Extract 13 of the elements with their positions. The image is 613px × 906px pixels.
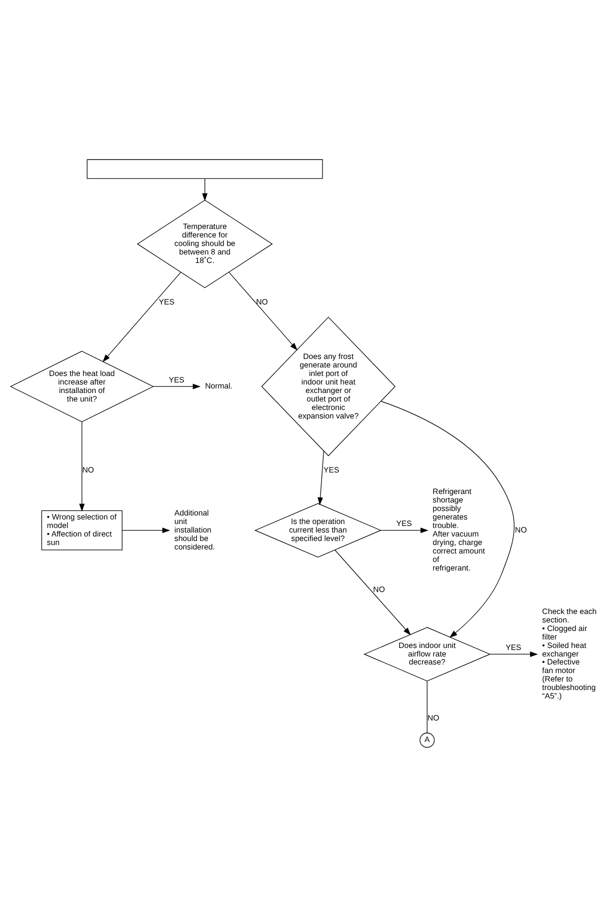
arrow [153,383,201,389]
node-box [86,158,323,178]
arrow [79,421,85,512]
arrow [334,549,411,635]
arrow [380,527,428,533]
arrow [318,450,324,505]
arrow [228,271,298,350]
connector [426,680,428,733]
arrow [102,271,182,362]
arrow [490,650,538,656]
arrow [122,527,170,533]
arrow [380,400,514,638]
arrow [202,178,208,201]
